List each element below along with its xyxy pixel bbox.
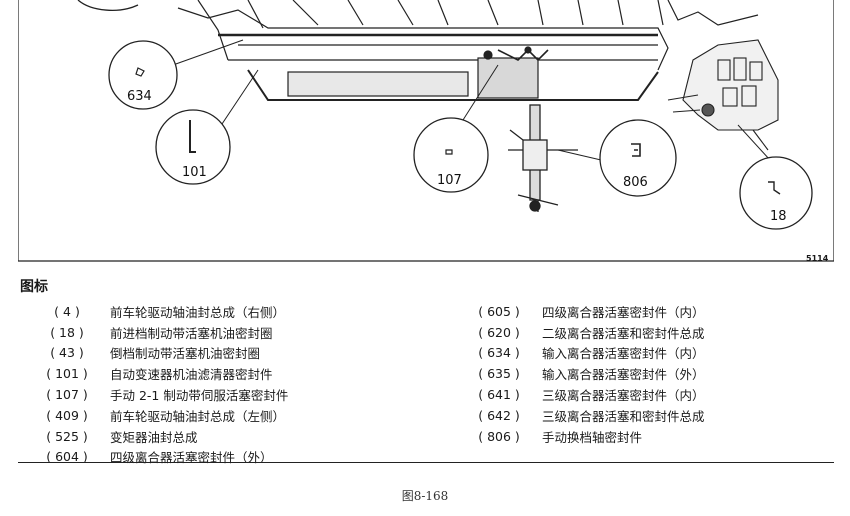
legend-item-description: 输入离合器活塞密封件（内） <box>542 346 705 362</box>
legend-item: ( 641 ) 三级离合器活塞密封件（内） <box>462 384 705 405</box>
legend-item-number: ( 101 ) <box>46 366 88 382</box>
legend-item: ( 620 ) 二级离合器活塞和密封件总成 <box>462 322 705 343</box>
legend-item-description: 四级离合器活塞密封件（内） <box>542 304 705 320</box>
legend-item-number: ( 604 ) <box>46 449 88 465</box>
legend-item-number: ( 806 ) <box>478 428 520 444</box>
callout-107-label: 107 <box>437 173 462 188</box>
legend-item: ( 525 ) 变矩器油封总成 <box>30 426 288 447</box>
manual-shift-shaft <box>508 104 578 212</box>
legend-title: 图标 <box>20 279 48 295</box>
legend-item-description: 前车轮驱动轴油封总成（左侧） <box>110 408 286 424</box>
legend-item-description: 自动变速器机油滤清器密封件 <box>110 367 273 383</box>
legend-left-column: ( 4 )前车轮驱动轴油封总成（右侧） ( 18 )前进档制动带活塞机油密封圈 … <box>30 301 288 467</box>
legend-item-description: 三级离合器活塞和密封件总成 <box>542 408 705 424</box>
legend-item-number: ( 4 ) <box>54 303 80 319</box>
legend-item: ( 4 ) 前车轮驱动轴油封总成（右侧） <box>30 301 288 322</box>
valve-body <box>667 39 779 151</box>
legend-item-number: ( 525 ) <box>46 428 88 444</box>
legend-item: ( 18 ) 前进档制动带活塞机油密封圈 <box>30 322 288 343</box>
legend-item-number: ( 620 ) <box>478 324 520 340</box>
legend-item-description: 前进档制动带活塞机油密封圈 <box>110 325 273 341</box>
legend-item: ( 107 ) 手动 2-1 制动带伺服活塞密封件 <box>30 384 288 405</box>
legend-item-number: ( 18 ) <box>50 324 84 340</box>
legend-item-description: 手动 2-1 制动带伺服活塞密封件 <box>110 388 289 404</box>
legend-item: ( 806 ) 手动换档轴密封件 <box>462 426 705 447</box>
legend-item-description: 四级离合器活塞密封件（外） <box>110 450 273 466</box>
legend-right-column: ( 605 ) 四级离合器活塞密封件（内） ( 620 ) 二级离合器活塞和密封件总… <box>462 301 705 447</box>
legend-bottom-rule <box>18 462 834 463</box>
legend-item: ( 635 ) 输入离合器活塞密封件（外） <box>462 363 705 384</box>
callout-634-label: 634 <box>127 89 152 104</box>
transmission-seal-diagram: 634 101 107 806 18 <box>18 0 834 262</box>
transmission-cross-section <box>177 0 759 101</box>
legend-item-description: 倒档制动带活塞机油密封圈 <box>110 346 261 362</box>
figure-caption: 图8-168 <box>401 489 449 503</box>
callout-18-label: 18 <box>770 209 787 224</box>
callout-806: 806 <box>557 119 677 197</box>
legend-item-description: 前车轮驱动轴油封总成（右侧） <box>110 304 286 320</box>
legend-item-description: 三级离合器活塞密封件（内） <box>542 388 705 404</box>
legend-item: ( 101 ) 自动变速器机油滤清器密封件 <box>30 363 288 384</box>
legend-item-description: 输入离合器活塞密封件（外） <box>542 367 705 383</box>
legend-item: ( 605 ) 四级离合器活塞密封件（内） <box>462 301 705 322</box>
callout-107: 107 <box>413 64 499 193</box>
legend-item-number: ( 107 ) <box>46 387 88 403</box>
legend-item: ( 43 ) 倒档制动带活塞机油密封圈 <box>30 343 288 364</box>
legend-item-number: ( 635 ) <box>478 366 520 382</box>
legend-item-number: ( 43 ) <box>50 345 84 361</box>
legend-item: ( 634 ) 输入离合器活塞密封件（内） <box>462 343 705 364</box>
legend-item-number: ( 409 ) <box>46 407 88 423</box>
callout-101-label: 101 <box>182 165 207 180</box>
legend-item-number: ( 641 ) <box>478 387 520 403</box>
callout-634: 634 <box>108 39 244 110</box>
legend-item: ( 642 ) 三级离合器活塞和密封件总成 <box>462 405 705 426</box>
callout-101: 101 <box>155 69 259 185</box>
legend-item-description: 二级离合器活塞和密封件总成 <box>542 325 705 341</box>
figure-code: 5114 <box>806 254 829 263</box>
callout-18: 18 <box>737 124 813 230</box>
callout-806-label: 806 <box>623 175 648 190</box>
legend-item: ( 604 ) 四级离合器活塞密封件（外） <box>30 447 288 468</box>
legend-item-description: 手动换档轴密封件 <box>542 429 643 445</box>
legend-item-number: ( 642 ) <box>478 407 520 423</box>
legend-item-number: ( 605 ) <box>478 303 520 319</box>
legend-item-description: 变矩器油封总成 <box>110 429 198 445</box>
legend-item: ( 409 ) 前车轮驱动轴油封总成（左侧） <box>30 405 288 426</box>
legend-item-number: ( 634 ) <box>478 345 520 361</box>
